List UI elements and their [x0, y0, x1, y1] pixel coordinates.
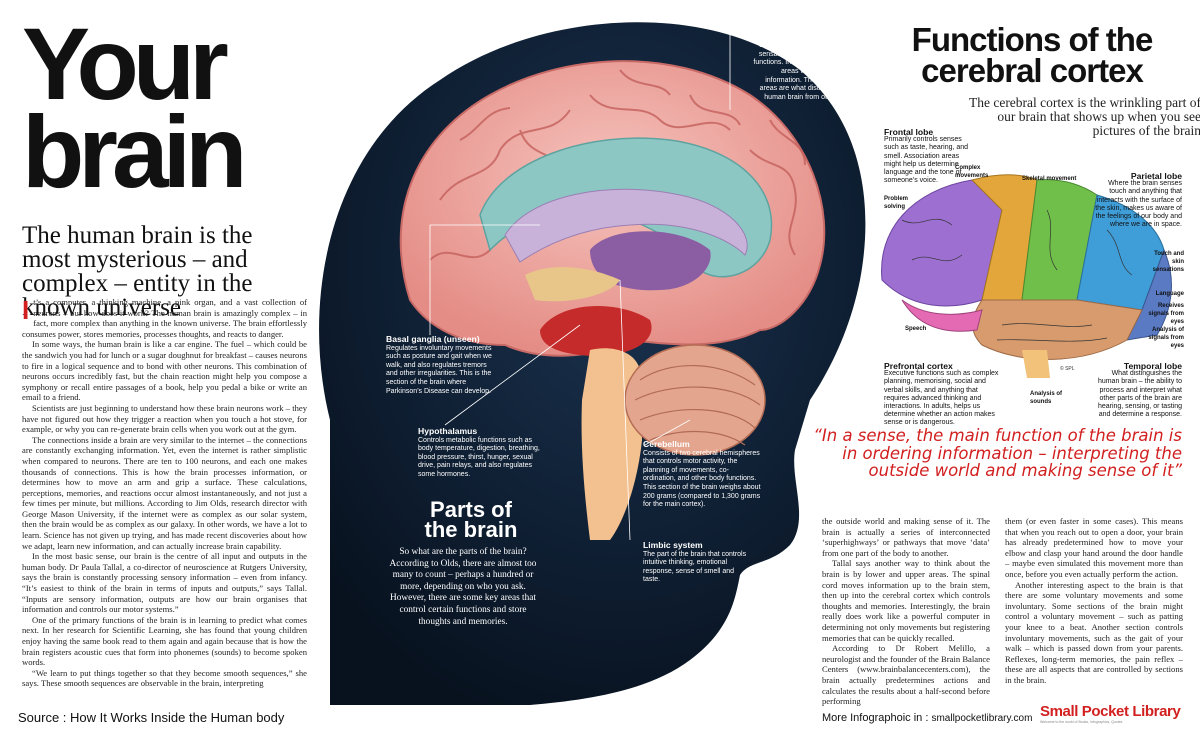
- diagram-credit: © SPL: [1060, 365, 1075, 372]
- midbrain-shape: [540, 306, 652, 356]
- article-paragraph: Another interesting aspect to the brain …: [1005, 579, 1183, 685]
- brainstem-region: [1022, 350, 1050, 378]
- article-paragraph: According to Dr Robert Melillo, a neurol…: [822, 643, 990, 707]
- page-title: Your brain: [22, 13, 322, 203]
- article-paragraph: “We learn to put things together so that…: [22, 667, 307, 689]
- label-receives-signals: Receives signals from eyes: [1148, 303, 1184, 326]
- thalamus-shape: [590, 231, 711, 291]
- label-speech: Speech: [905, 326, 927, 332]
- hippocampus-shape: [525, 267, 620, 302]
- source-credit: Source : How It Works Inside the Human b…: [18, 710, 285, 725]
- label-touch-sensations: Touch and skin sensations: [1152, 251, 1184, 274]
- article-column-middle: the outside world and making sense of it…: [822, 516, 990, 708]
- site-link[interactable]: smallpocketlibrary.com: [931, 713, 1033, 724]
- cortex-lobe-diagram: © SPL: [881, 174, 1172, 378]
- occipital-region: [1126, 248, 1172, 341]
- label-complex-movements: Complex movements: [955, 165, 989, 180]
- speech-region: [901, 299, 983, 332]
- functions-subtitle: The cerebral cortex is the wrinkling par…: [968, 95, 1200, 138]
- label-language: Language: [1155, 291, 1184, 297]
- limbic-layer-shape: [504, 188, 748, 263]
- label-problem-solving: Problem solving: [884, 196, 909, 211]
- article-paragraph: Tallal says another way to think about t…: [822, 558, 990, 643]
- drop-cap: I: [22, 297, 30, 325]
- article-column-right: them (or even faster in some cases). Thi…: [1005, 516, 1183, 708]
- more-infographics: More Infographoic in : smallpocketlibrar…: [822, 712, 1033, 724]
- brain-illustration: [319, 22, 866, 705]
- article-paragraph: One of the primary functions of the brai…: [22, 614, 307, 668]
- callout-parietal-lobe: Parietal lobe Where the brain senses tou…: [1095, 171, 1182, 229]
- article-paragraph: the outside world and making sense of it…: [822, 516, 990, 558]
- parts-of-brain-text: So what are the parts of the brain? Acco…: [389, 547, 537, 627]
- callout-frontal-lobe: Frontal lobe Primarily controls senses s…: [884, 127, 969, 185]
- functions-heading: Functions of the cerebral cortex: [911, 21, 1154, 89]
- title-line-2: brain: [22, 95, 247, 209]
- intro-subtitle: The human brain is the most mysterious –…: [22, 222, 253, 321]
- callout-cerebellum: Cerebellum Consists of two cerebral hemi…: [643, 439, 761, 509]
- article-paragraph: them (or even faster in some cases). Thi…: [1005, 516, 1183, 579]
- article-paragraph: In some ways, the human brain is like a …: [22, 339, 307, 403]
- article-paragraph: The connections inside a brain are very …: [22, 434, 307, 551]
- article-paragraph: Scientists are just beginning to underst…: [22, 402, 307, 435]
- title-line-1: Your: [22, 7, 229, 121]
- parts-of-brain-heading: Parts of the brain: [424, 497, 518, 542]
- label-analysis-sounds: Analysis of sounds: [1030, 391, 1063, 406]
- callout-prefrontal-cortex: Prefrontal cortex Executive functions su…: [884, 361, 999, 427]
- callout-hypothalamus: Hypothalamus Controls metabolic function…: [418, 426, 540, 478]
- callout-cerebral-cortex: Cerebral cortex The ‘grey matter’ of the…: [753, 23, 860, 101]
- callout-temporal-lobe: Temporal lobe What distinguishes the hum…: [1097, 361, 1182, 419]
- pull-quote: “In a sense, the main function of the br…: [813, 426, 1182, 480]
- article-paragraph: In the most basic sense, our brain is th…: [22, 551, 307, 615]
- callout-basal-ganglia: Basal ganglia (unseen) Regulates involun…: [386, 334, 492, 395]
- callout-limbic-system: Limbic system The part of the brain that…: [643, 540, 747, 584]
- temporal-lobe-region: [972, 299, 1143, 360]
- small-pocket-library-logo: Small Pocket Library Welcome to the worl…: [1040, 703, 1181, 724]
- label-skeletal-movement: Skeletal movement: [1022, 176, 1077, 182]
- label-analysis-eyes: Analysis of signals from eyes: [1148, 327, 1184, 350]
